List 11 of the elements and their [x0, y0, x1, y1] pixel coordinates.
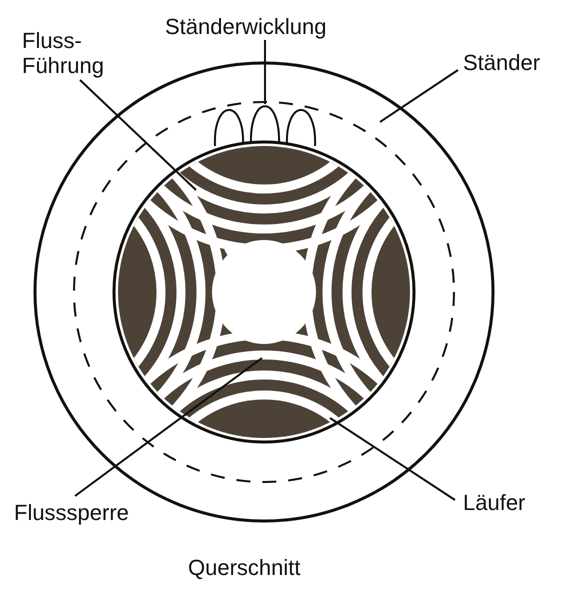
part-label: Fluss-Führung [22, 28, 104, 78]
leader-line [79, 79, 197, 191]
leader-line [74, 357, 263, 497]
part-label: Flusssperre [14, 500, 164, 525]
leader-line [264, 40, 266, 104]
leader-line [379, 69, 459, 123]
part-label: Läufer [463, 490, 553, 515]
caption: Querschnitt [188, 555, 300, 580]
part-label: Ständerwicklung [165, 14, 375, 39]
leader-line [329, 417, 456, 501]
part-label: Ständer [463, 50, 563, 75]
